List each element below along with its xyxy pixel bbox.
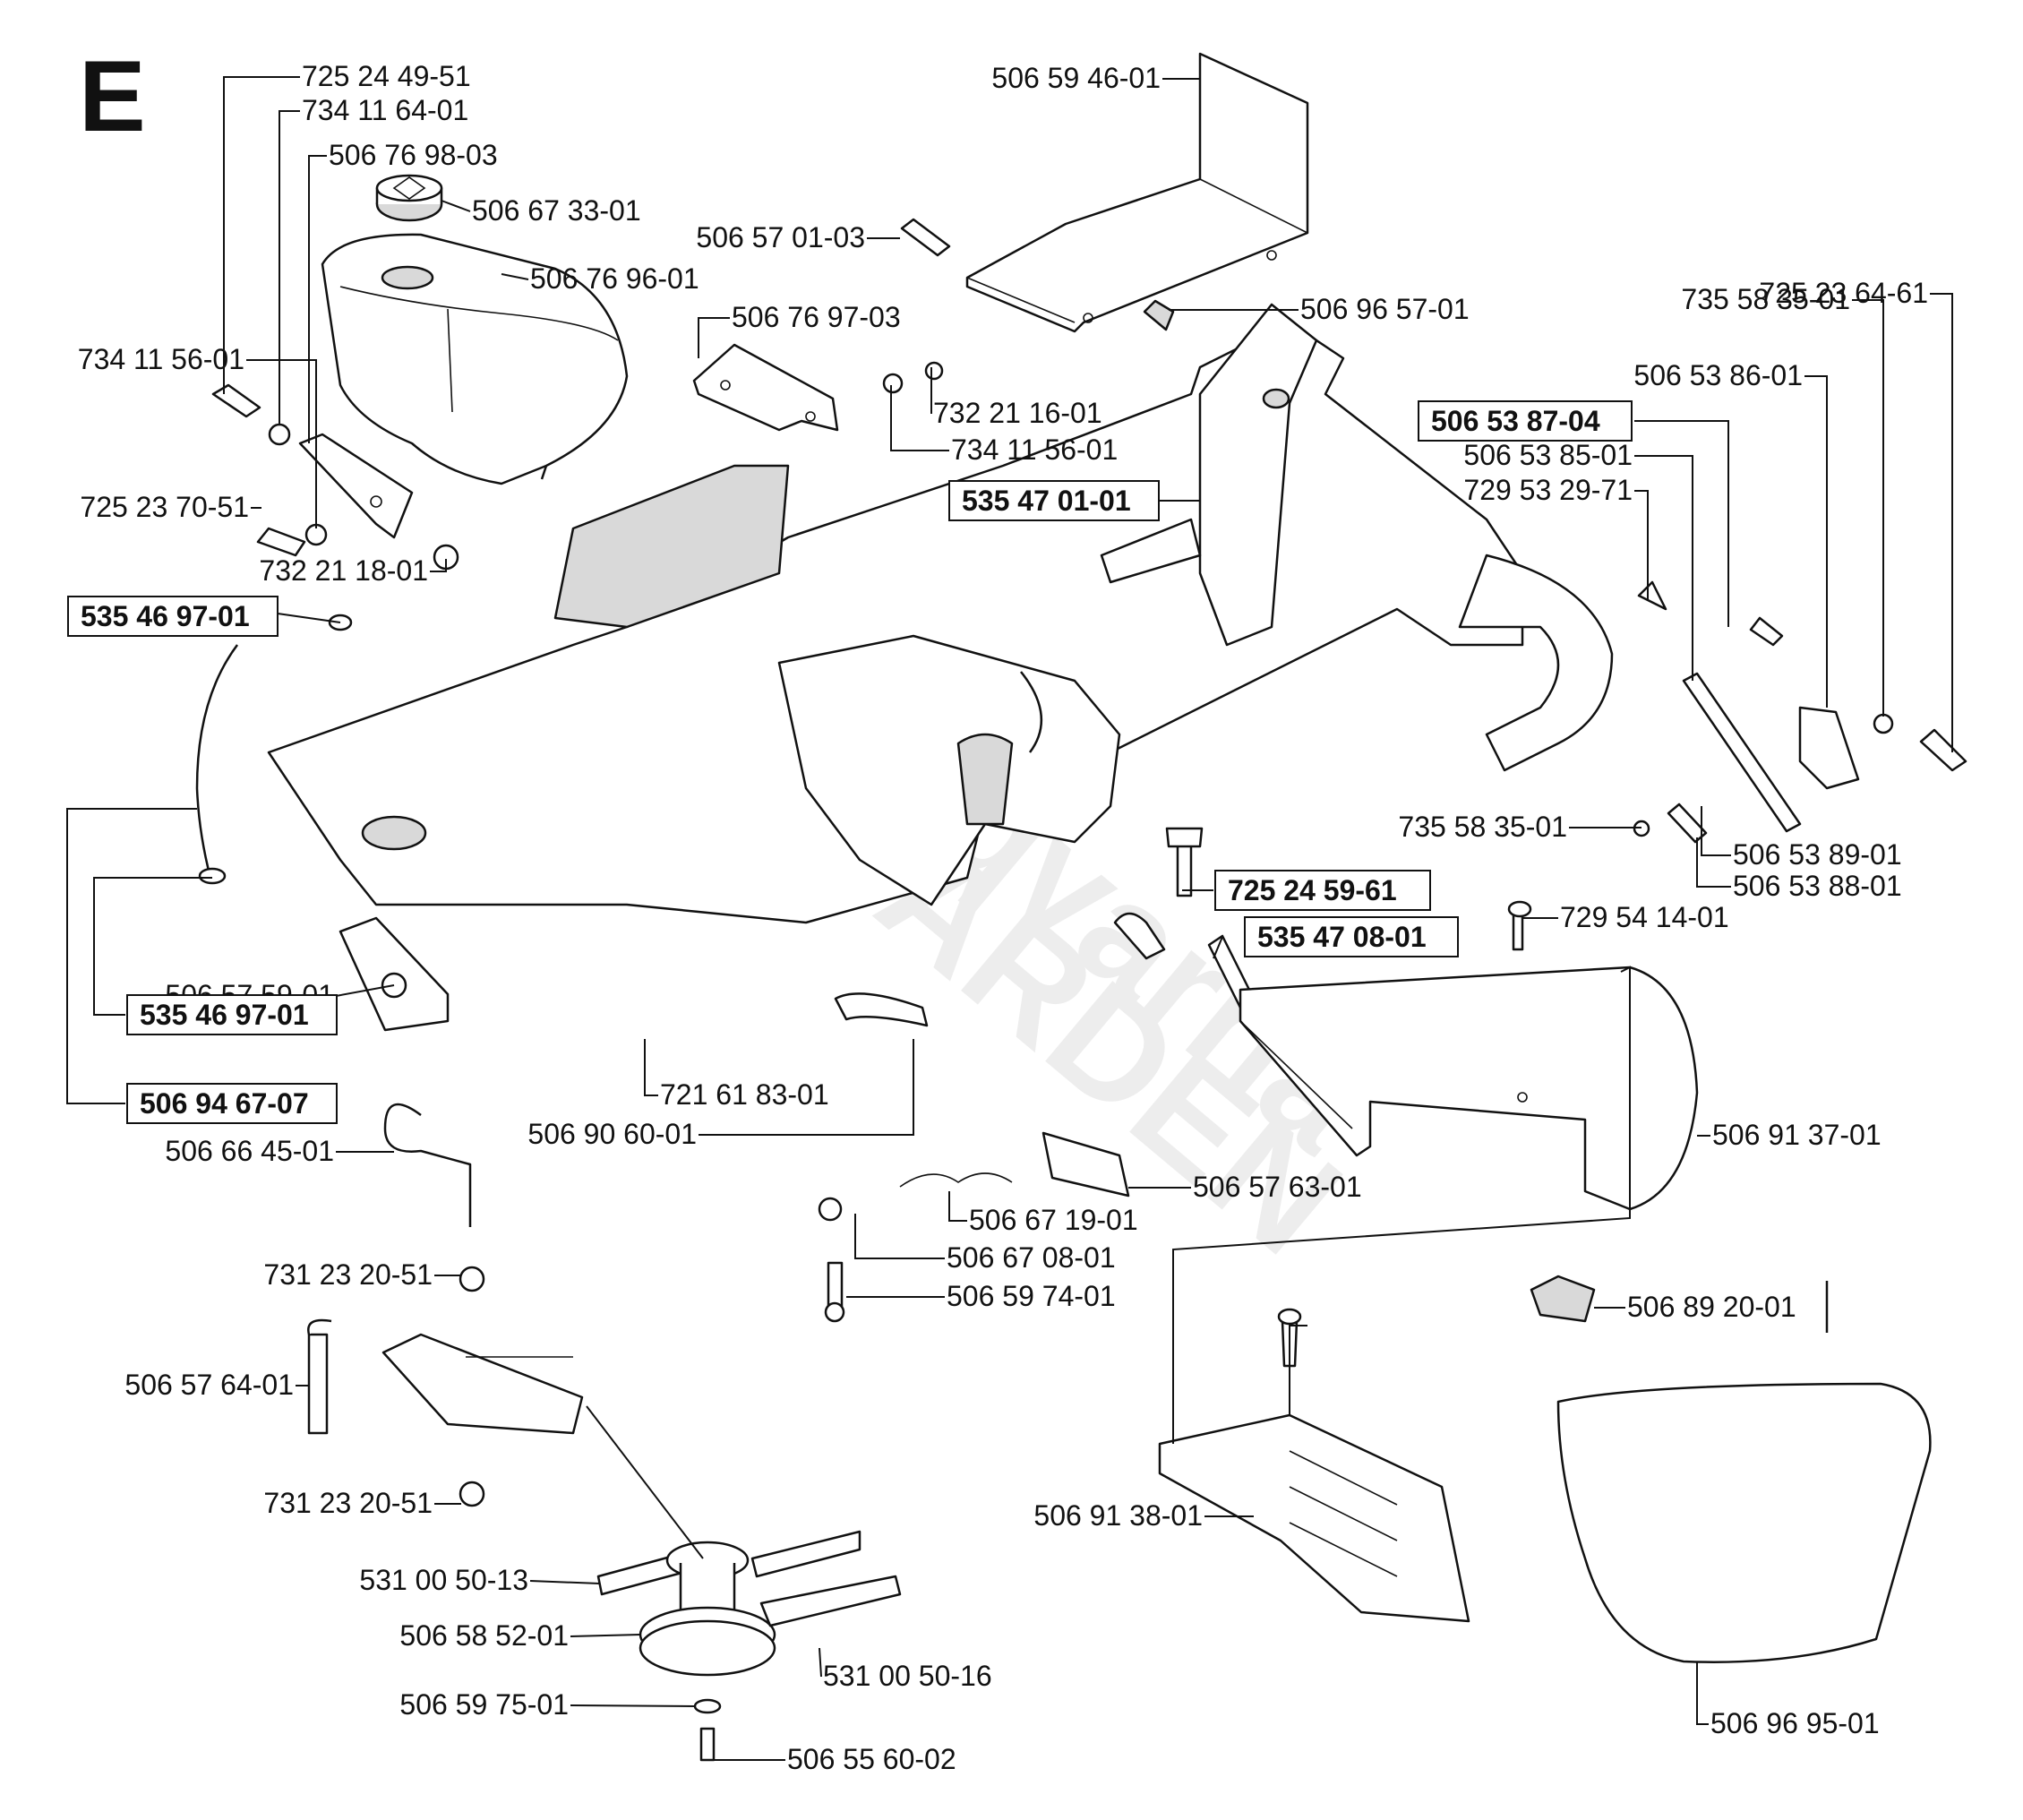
part-label: 506 53 86-01 [1633,359,1803,391]
part-label: 506 58 52-01 [399,1619,569,1652]
part-label-box [126,1083,338,1124]
part-label: 506 55 60-02 [787,1743,956,1775]
part-label: 506 91 37-01 [1712,1119,1882,1151]
part-label: 506 59 46-01 [991,62,1161,94]
part-label: 506 53 89-01 [1733,838,1902,871]
part-label: 506 67 33-01 [472,194,641,227]
part-label-box [1244,916,1459,957]
part-label: 535 47 01-01 [962,485,1131,517]
part-label: 734 11 64-01 [302,94,468,126]
part-label: 535 46 97-01 [81,600,250,632]
part-label: 506 53 85-01 [1463,439,1633,471]
part-label: 506 66 45-01 [165,1135,334,1167]
fuel-hose-drawing [195,614,353,885]
part-label: 735 58 35-01 [1681,283,1850,315]
part-label: 729 53 29-71 [1463,474,1633,506]
part-label: 725 23 70-51 [80,491,249,523]
part-label: 731 23 20-51 [263,1487,433,1519]
part-label: 735 58 35-01 [1398,811,1567,843]
part-label: 725 24 59-61 [1228,874,1397,906]
seat-bracket-drawing [965,52,1309,333]
part-label: 725 24 49-51 [302,60,471,92]
lower-left-drawings [307,916,584,1507]
part-label: 506 57 63-01 [1193,1171,1362,1203]
part-label: 721 61 83-01 [660,1078,829,1111]
part-label: 506 96 95-01 [1710,1707,1880,1739]
side-cover-drawing [1530,1275,1932,1663]
part-label: 506 89 20-01 [1627,1291,1796,1323]
part-labels: 725 24 49-51 734 11 64-01 506 76 98-03 5… [67,60,1928,1775]
part-label: 506 90 60-01 [527,1118,697,1150]
part-label: 506 59 75-01 [399,1688,569,1721]
part-label: 725 23 64-61 [1759,277,1928,309]
leader-lines [66,76,1953,1761]
part-label: 506 57 64-01 [124,1369,294,1401]
lever-drawing [1682,672,1860,833]
part-label: 531 00 50-16 [823,1660,992,1692]
part-label: 506 53 87-04 [1431,405,1600,437]
part-label: 506 96 57-01 [1300,293,1470,325]
part-label: 506 76 98-03 [329,139,498,171]
part-label: 729 54 14-01 [1560,901,1729,933]
part-label: 506 76 97-03 [732,301,901,333]
part-label: 734 11 56-01 [951,434,1118,466]
part-label-box [1418,400,1633,442]
part-label-box [67,596,279,637]
pulley-drawing [596,1530,902,1762]
part-label-box [1214,870,1431,911]
main-frame-drawing [267,303,1614,924]
rear-bracket-drawing [692,343,839,432]
part-label: 535 46 97-01 [140,999,309,1031]
part-label: 506 67 08-01 [947,1241,1116,1274]
cover-drawing [1239,966,1699,1211]
deflector-drawing [1158,1308,1470,1623]
fuel-tank-drawing [321,233,629,485]
part-label: 535 47 08-01 [1257,921,1427,953]
fuel-cap-drawing [375,174,443,222]
spring-drawings [818,992,1130,1323]
part-label: 506 91 38-01 [1033,1499,1203,1532]
part-label: 506 53 88-01 [1733,870,1902,902]
part-label: 734 11 56-01 [78,343,244,375]
part-label: 731 23 20-51 [263,1258,433,1291]
part-label: 506 76 96-01 [530,262,699,295]
section-letter: E [79,40,146,152]
part-label: 506 59 74-01 [947,1280,1116,1312]
part-label: 732 21 16-01 [933,397,1102,429]
part-label-box [126,994,338,1035]
part-label-box [948,480,1160,521]
part-label: 506 94 67-07 [140,1087,309,1120]
part-label: 732 21 18-01 [259,554,428,587]
part-label: 506 67 19-01 [969,1204,1138,1236]
part-label: 506 57 01-03 [696,221,865,253]
part-label: 531 00 50-13 [359,1564,528,1596]
tank-bracket-drawing [298,433,414,539]
